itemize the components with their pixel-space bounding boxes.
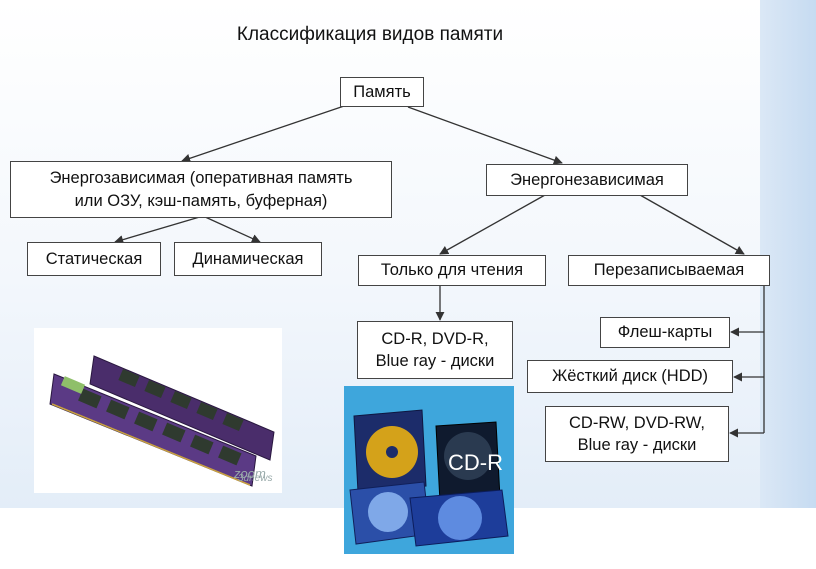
ram-watermark-2: 3dnews: [238, 473, 273, 484]
node-readonly: Только для чтения: [358, 255, 546, 286]
background-accent: [760, 0, 816, 508]
node-memory: Память: [340, 77, 424, 107]
cd-illustration: CD-R: [344, 386, 514, 554]
cd-discs-image: CD-R: [344, 386, 514, 554]
node-static: Статическая: [27, 242, 161, 276]
node-cdrw-line2: Blue ray - диски: [577, 436, 697, 454]
node-static-label: Статическая: [45, 249, 143, 268]
node-flash: Флеш-карты: [600, 317, 730, 348]
node-cdr: CD-R, DVD-R, Blue ray - диски: [357, 321, 513, 379]
node-hdd: Жёсткий диск (HDD): [527, 360, 733, 393]
node-volatile: Энергозависимая (оперативная память или …: [10, 161, 392, 218]
node-flash-label: Флеш-карты: [617, 323, 713, 342]
arrow-volatile-static: [114, 215, 204, 245]
node-nonvolatile: Энергонезависимая: [486, 164, 688, 196]
arrow-nonvolatile-rewritable: [639, 194, 745, 255]
node-hdd-label: Жёсткий диск (HDD): [551, 367, 709, 386]
arrow-nonvolatile-readonly: [439, 194, 546, 255]
node-readonly-label: Только для чтения: [380, 261, 524, 280]
cd-box-label: CD-R: [448, 450, 503, 475]
diagram-title: Классификация видов памяти: [236, 24, 504, 45]
node-cdrw: CD-RW, DVD-RW, Blue ray - диски: [545, 406, 729, 462]
node-dynamic: Динамическая: [174, 242, 322, 276]
node-cdr-line1: CD-R, DVD-R,: [381, 329, 489, 348]
arrow-memory-volatile: [181, 103, 351, 163]
node-rewritable: Перезаписываемая: [568, 255, 770, 286]
ram-illustration: [49, 355, 275, 487]
node-rewritable-label: Перезаписываемая: [593, 261, 745, 280]
node-cdrw-line1: CD-RW, DVD-RW,: [569, 413, 705, 432]
node-dynamic-label: Динамическая: [192, 249, 304, 268]
node-memory-label: Память: [353, 82, 411, 101]
node-volatile-line2: или ОЗУ, кэш-память, буферная): [74, 191, 328, 210]
arrow-memory-nonvolatile: [407, 106, 563, 165]
ram-watermark: zoom: [234, 466, 266, 481]
node-volatile-line1: Энергозависимая (оперативная память: [49, 169, 353, 188]
node-nonvolatile-label: Энергонезависимая: [510, 170, 664, 189]
node-cdr-line2: Blue ray - диски: [375, 352, 495, 370]
ram-modules-image: zoom 3dnews: [34, 328, 282, 493]
arrow-volatile-dynamic: [202, 215, 261, 243]
